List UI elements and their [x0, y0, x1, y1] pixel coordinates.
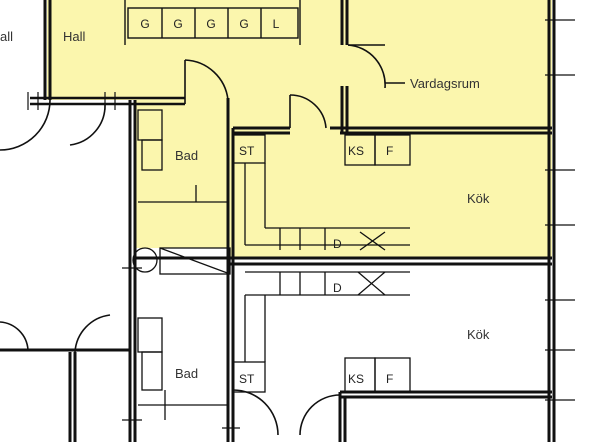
room-label-bad-lower: Bad	[175, 366, 198, 381]
highlighted-apartment-area	[47, 0, 552, 258]
wardrobe-labels: G G G G L	[140, 17, 279, 31]
fixture-label-st-lower: ST	[239, 372, 255, 386]
fixture-label-ks-upper: KS	[348, 144, 364, 158]
fixture-label-f-upper: F	[386, 144, 393, 158]
bath-fixtures-upper	[137, 109, 228, 203]
fixture-label-d-lower: D	[333, 281, 342, 295]
doors	[0, 44, 386, 436]
kitchen-counter-lower	[232, 271, 411, 393]
room-label-kok-upper: Kök	[467, 191, 490, 206]
room-label-hall: Hall	[63, 29, 86, 44]
wardrobe-label-3: G	[206, 17, 215, 31]
wardrobe-label-5: L	[273, 17, 280, 31]
shaft	[132, 247, 231, 275]
kitchen-counter-upper	[232, 134, 411, 251]
wardrobe-label-4: G	[239, 17, 248, 31]
room-label-kok-lower: Kök	[467, 327, 490, 342]
fixture-label-ks-lower: KS	[348, 372, 364, 386]
wardrobe-label-1: G	[140, 17, 149, 31]
fixture-label-f-lower: F	[386, 372, 393, 386]
room-label-bad-upper: Bad	[175, 148, 198, 163]
bath-fixtures-lower	[137, 317, 228, 420]
room-label-vardagsrum: Vardagsrum	[410, 76, 480, 91]
room-label-hall-partial: all	[0, 29, 13, 44]
wardrobe-block	[124, 0, 301, 45]
wardrobe-label-2: G	[173, 17, 182, 31]
fixture-label-st-upper: ST	[239, 144, 255, 158]
fixture-label-d-upper: D	[333, 237, 342, 251]
wall-ticks	[27, 19, 575, 429]
